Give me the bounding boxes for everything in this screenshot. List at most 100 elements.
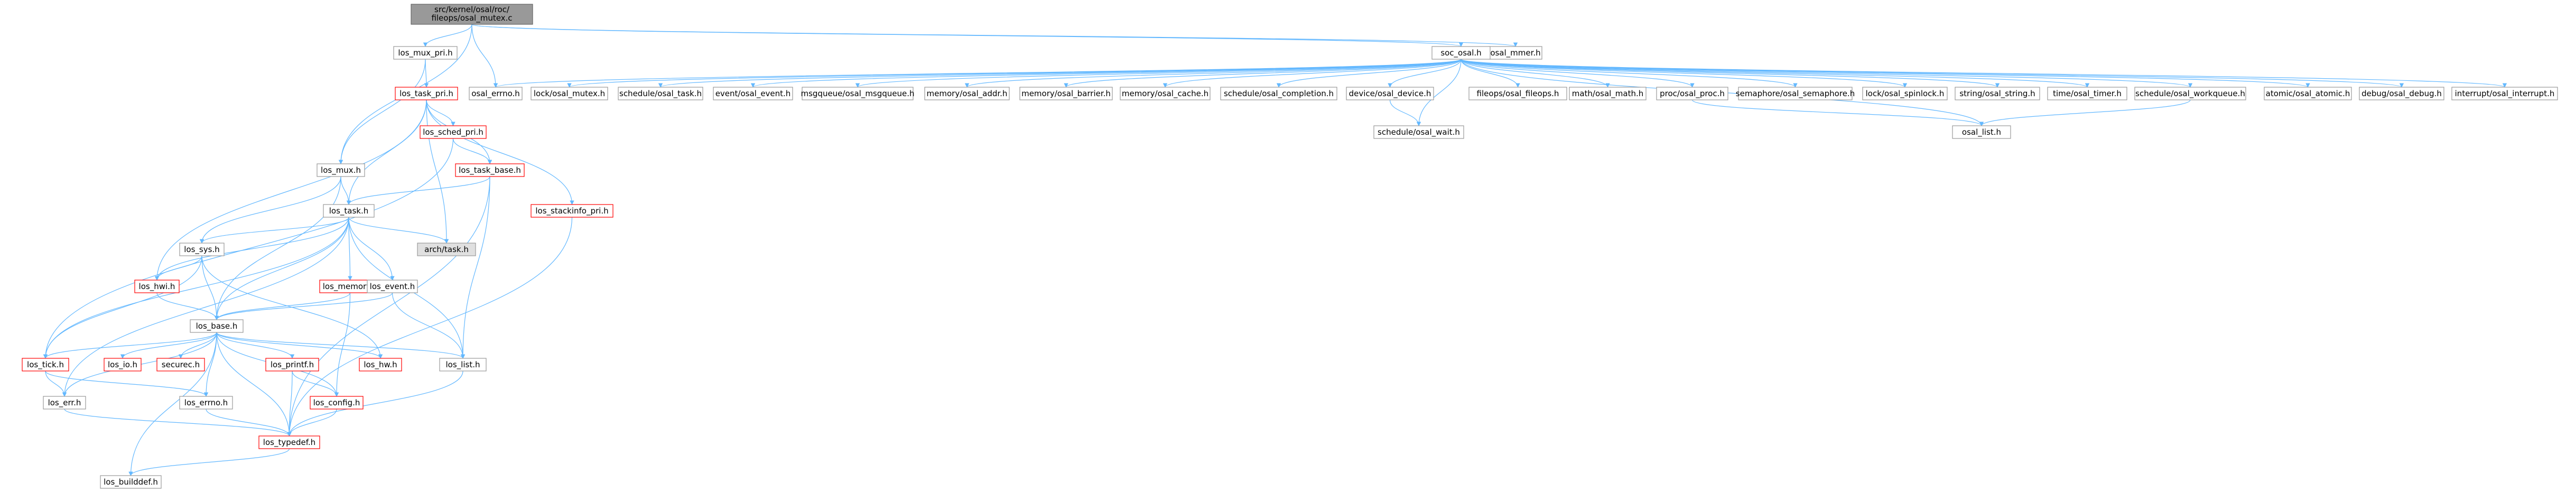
node-label: securec.h <box>162 360 200 369</box>
edge-los_base-to-los_typedef <box>216 332 292 437</box>
node-label: memory/osal_addr.h <box>927 89 1008 99</box>
node-label: los_errno.h <box>184 398 228 408</box>
node-los-typedef[interactable]: los_typedef.h <box>258 435 320 449</box>
edge-los_task-to-los_memory <box>348 217 352 281</box>
node-osal-errno[interactable]: osal_errno.h <box>469 87 523 100</box>
node-string-string[interactable]: string/osal_string.h <box>1955 87 2040 100</box>
node-label: proc/osal_proc.h <box>1660 89 1725 99</box>
node-los-sched-pri[interactable]: los_sched_pri.h <box>420 125 487 139</box>
edge-soc_osal-to-atomic_atomic <box>1461 59 2310 88</box>
edge-soc_osal-to-mem_barrier <box>1064 59 1462 88</box>
node-box <box>2451 87 2558 100</box>
node-label: los_task_pri.h <box>399 89 453 99</box>
node-box <box>258 435 320 449</box>
node-fileops[interactable]: fileops/osal_fileops.h <box>1468 87 1567 100</box>
node-label: los_mux.h <box>321 165 361 175</box>
edge-los_task_base-to-los_list <box>460 176 490 359</box>
node-atomic-atomic[interactable]: atomic/osal_atomic.h <box>2264 87 2352 100</box>
node-los-task-base[interactable]: los_task_base.h <box>455 163 525 177</box>
node-label: los_tick.h <box>27 360 64 370</box>
edge-los_base-to-los_tick <box>43 332 217 359</box>
edge-los_base-to-los_io <box>120 332 217 359</box>
node-los-list[interactable]: los_list.h <box>439 358 487 372</box>
node-sem-sem[interactable]: semaphore/osal_semaphore.h <box>1736 87 1855 100</box>
node-osal-list[interactable]: osal_list.h <box>1952 125 2011 139</box>
node-soc-osal[interactable]: soc_osal.h <box>1431 46 1491 60</box>
edge-los_mux-to-los_task <box>340 176 351 205</box>
node-los-err[interactable]: los_err.h <box>43 396 86 410</box>
edge-root-to-los_mux_pri <box>423 24 472 47</box>
node-label: device/osal_device.h <box>1349 89 1431 99</box>
edge-soc_osal-to-dev_device <box>1388 59 1462 88</box>
edge-los_hwi-to-los_base <box>156 292 219 320</box>
node-label: msgqueue/osal_msgqueue.h <box>801 89 914 99</box>
edge-sched_workqueue-to-osal_list <box>1979 99 2191 126</box>
node-los-mux[interactable]: los_mux.h <box>317 163 365 177</box>
node-sched-task[interactable]: schedule/osal_task.h <box>618 87 703 100</box>
edge-los_stackinfo_pri-to-los_typedef <box>287 217 573 437</box>
node-los-mux-pri[interactable]: los_mux_pri.h <box>393 46 458 60</box>
node-proc-proc[interactable]: proc/osal_proc.h <box>1656 87 1728 100</box>
node-los-config[interactable]: los_config.h <box>310 396 364 410</box>
node-mem-cache[interactable]: memory/osal_cache.h <box>1120 87 1211 100</box>
edge-los_tick-to-los_err <box>45 370 67 397</box>
node-securec[interactable]: securec.h <box>156 358 205 372</box>
node-los-base[interactable]: los_base.h <box>190 319 244 333</box>
node-label: time/osal_timer.h <box>2053 89 2122 99</box>
edge-soc_osal-to-msgqueue <box>855 59 1462 88</box>
node-msgqueue[interactable]: msgqueue/osal_msgqueue.h <box>801 87 915 100</box>
node-los-task[interactable]: los_task.h <box>323 204 375 218</box>
node-label: fileops/osal_mutex.c <box>431 13 512 23</box>
node-root[interactable]: src/kernel/osal/roc/fileops/osal_mutex.c <box>411 4 533 25</box>
node-label: osal_list.h <box>1962 127 2001 137</box>
edge-los_task_pri-to-los_hwi <box>154 99 427 281</box>
node-mem-addr[interactable]: memory/osal_addr.h <box>924 87 1010 100</box>
node-event-event[interactable]: event/osal_event.h <box>713 87 793 100</box>
node-label: los_task_base.h <box>459 165 521 175</box>
node-lock-spinlock[interactable]: lock/osal_spinlock.h <box>1862 87 1948 100</box>
node-box <box>367 280 418 293</box>
edge-los_list-to-los_typedef <box>287 370 463 437</box>
node-box <box>1862 87 1948 100</box>
node-los-stackinfo-pri[interactable]: los_stackinfo_pri.h <box>531 204 613 218</box>
edge-soc_osal-to-sched_task <box>658 59 1462 88</box>
node-arch-task[interactable]: arch/task.h <box>417 243 476 256</box>
edge-los_task_base-to-los_typedef <box>287 176 490 437</box>
node-dev-device[interactable]: device/osal_device.h <box>1346 87 1434 100</box>
node-osal-mmer[interactable]: osal_mmer.h <box>1489 46 1542 60</box>
node-label: schedule/osal_wait.h <box>1378 127 1460 137</box>
node-label: osal_errno.h <box>471 89 520 99</box>
node-math-math[interactable]: math/osal_math.h <box>1569 87 1647 100</box>
edge-los_mux-to-los_base <box>214 176 341 320</box>
edge-root-to-osal_errno <box>471 24 498 88</box>
node-los-builddef[interactable]: los_builddef.h <box>100 475 162 489</box>
node-los-io[interactable]: los_io.h <box>104 358 142 372</box>
node-los-printf[interactable]: los_printf.h <box>265 358 319 372</box>
node-box <box>1431 46 1491 60</box>
node-los-tick[interactable]: los_tick.h <box>22 358 69 372</box>
node-lock-mutex[interactable]: lock/osal_mutex.h <box>531 87 608 100</box>
node-los-hwi[interactable]: los_hwi.h <box>134 280 180 293</box>
node-box <box>455 163 525 177</box>
node-sched-workqueue[interactable]: schedule/osal_workqueue.h <box>2134 87 2246 100</box>
node-box <box>1955 87 2040 100</box>
node-mem-barrier[interactable]: memory/osal_barrier.h <box>1019 87 1113 100</box>
edge-los_task_pri-to-los_task <box>346 99 427 205</box>
node-intr-interrupt[interactable]: interrupt/osal_interrupt.h <box>2451 87 2558 100</box>
node-los-sys[interactable]: los_sys.h <box>179 243 225 256</box>
node-sched-wait[interactable]: schedule/osal_wait.h <box>1373 125 1464 139</box>
node-label: los_stackinfo_pri.h <box>535 206 608 216</box>
node-los-hw[interactable]: los_hw.h <box>359 358 402 372</box>
edge-los_task_base-to-los_task <box>346 176 490 205</box>
node-time-timer[interactable]: time/osal_timer.h <box>2047 87 2127 100</box>
node-label: arch/task.h <box>424 245 469 254</box>
node-los-task-pri[interactable]: los_task_pri.h <box>395 87 458 100</box>
node-los-event[interactable]: los_event.h <box>367 280 418 293</box>
edge-soc_osal-to-sem_sem <box>1461 59 1798 88</box>
node-box <box>1373 125 1464 139</box>
node-los-errno[interactable]: los_errno.h <box>179 396 233 410</box>
node-label: los_hwi.h <box>139 282 175 292</box>
node-debug-debug[interactable]: debug/osal_debug.h <box>2359 87 2444 100</box>
node-sched-completion[interactable]: schedule/osal_completion.h <box>1220 87 1337 100</box>
